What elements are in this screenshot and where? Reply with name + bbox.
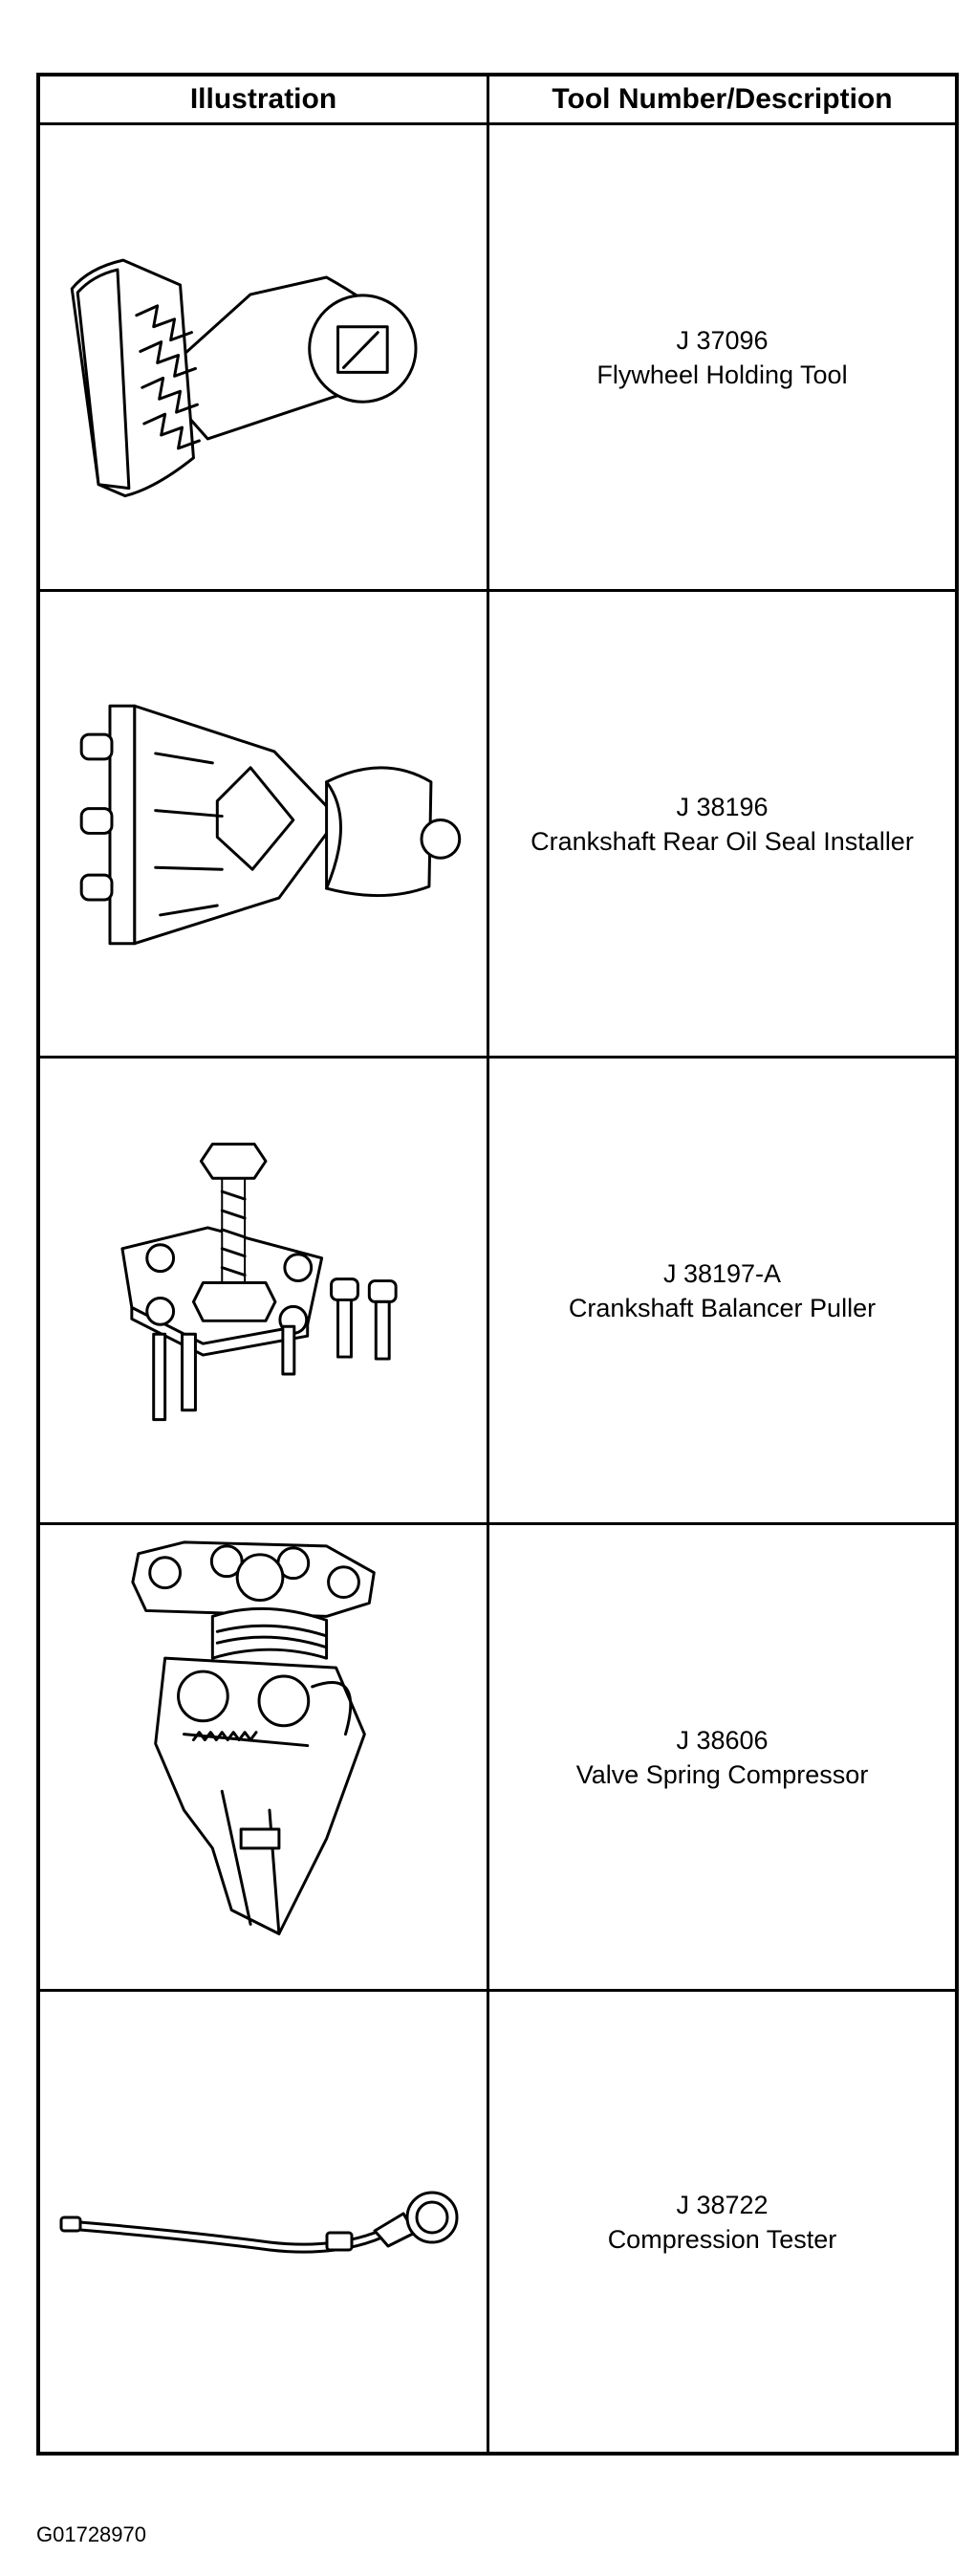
valve-spring-compressor-icon <box>40 1525 487 1989</box>
tool-table: Illustration Tool Number/Description J 3… <box>36 73 959 2456</box>
tool-number: J 38197-A <box>662 1258 782 1288</box>
header-tool-number-description: Tool Number/Description <box>552 83 893 115</box>
compression-tester-icon <box>40 1992 487 2452</box>
balancer-puller-icon <box>40 1059 487 1522</box>
tool-description: Crankshaft Balancer Puller <box>568 1293 877 1322</box>
tool-description-cell: J 38196 Crankshaft Rear Oil Seal Install… <box>489 592 955 1056</box>
table-row: J 37096 Flywheel Holding Tool <box>40 125 955 592</box>
tool-number: J 38722 <box>676 2190 769 2219</box>
table-header: Illustration Tool Number/Description <box>40 76 955 125</box>
table-row: J 38606 Valve Spring Compressor <box>40 1525 955 1992</box>
tool-description-cell: J 38722 Compression Tester <box>489 1992 955 2452</box>
tool-description: Flywheel Holding Tool <box>596 360 848 389</box>
flywheel-holding-tool-icon <box>40 125 487 589</box>
tool-description-cell: J 37096 Flywheel Holding Tool <box>489 125 955 589</box>
tool-number: J 38196 <box>676 792 769 821</box>
table-row: J 38197-A Crankshaft Balancer Puller <box>40 1059 955 1525</box>
figure-id: G01728970 <box>36 2522 146 2546</box>
tool-description-cell: J 38197-A Crankshaft Balancer Puller <box>489 1059 955 1522</box>
tool-description: Compression Tester <box>607 2224 837 2254</box>
rear-oil-seal-installer-icon <box>40 592 487 1056</box>
tool-number: J 37096 <box>676 325 769 355</box>
tool-description: Crankshaft Rear Oil Seal Installer <box>531 826 914 856</box>
tool-number: J 38606 <box>676 1725 769 1755</box>
header-illustration: Illustration <box>189 83 337 115</box>
tool-description: Valve Spring Compressor <box>575 1759 869 1789</box>
table-row: J 38722 Compression Tester <box>40 1992 955 2452</box>
tool-description-cell: J 38606 Valve Spring Compressor <box>489 1525 955 1989</box>
table-row: J 38196 Crankshaft Rear Oil Seal Install… <box>40 592 955 1059</box>
column-divider <box>487 76 489 2452</box>
